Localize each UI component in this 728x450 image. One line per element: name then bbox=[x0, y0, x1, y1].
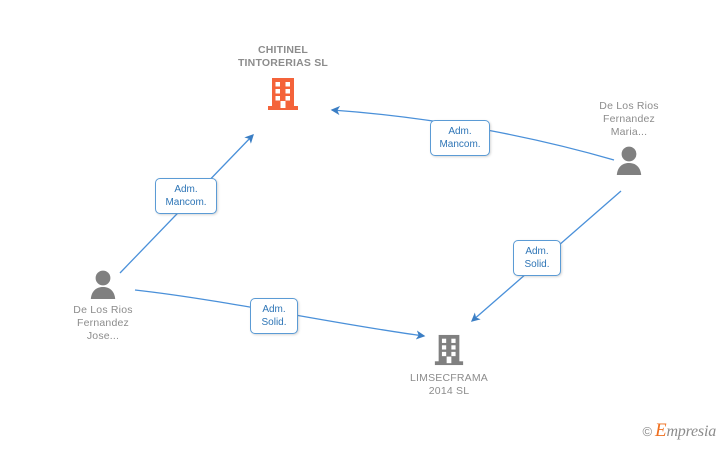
edge-label-jose-to-limsecframa[interactable]: Adm. Solid. bbox=[250, 298, 298, 334]
node-limsecframa-2014-sl[interactable]: LIMSECFRAMA 2014 SL bbox=[379, 333, 519, 398]
node-de-los-rios-fernandez-jose[interactable]: De Los Rios Fernandez Jose... bbox=[33, 268, 173, 343]
edge-label-maria-to-limsecframa[interactable]: Adm. Solid. bbox=[513, 240, 561, 276]
node-label-jose: De Los Rios Fernandez Jose... bbox=[73, 304, 133, 342]
edge-label-jose-to-chitinel[interactable]: Adm. Mancom. bbox=[155, 178, 217, 214]
empresia-logo-rest: mpresia bbox=[666, 423, 716, 440]
empresia-logo-initial: E bbox=[655, 420, 667, 441]
empresia-logo: Empresia bbox=[655, 420, 716, 442]
copyright-icon: © bbox=[642, 423, 653, 439]
person-icon bbox=[90, 270, 116, 299]
building-icon bbox=[434, 334, 464, 366]
node-label-chitinel: CHITINEL TINTORERIAS SL bbox=[237, 44, 329, 69]
node-label-maria: De Los Rios Fernandez Maria... bbox=[599, 100, 659, 138]
empresia-watermark: © Empresia bbox=[642, 420, 716, 442]
node-chitinel-tintorerias-sl[interactable]: CHITINEL TINTORERIAS SL bbox=[213, 44, 353, 112]
building-icon bbox=[268, 78, 298, 110]
node-label-limsecframa: LIMSECFRAMA 2014 SL bbox=[409, 372, 489, 397]
edge-label-maria-to-chitinel[interactable]: Adm. Mancom. bbox=[430, 120, 490, 156]
node-de-los-rios-fernandez-maria[interactable]: De Los Rios Fernandez Maria... bbox=[559, 100, 699, 176]
person-icon bbox=[616, 146, 642, 175]
